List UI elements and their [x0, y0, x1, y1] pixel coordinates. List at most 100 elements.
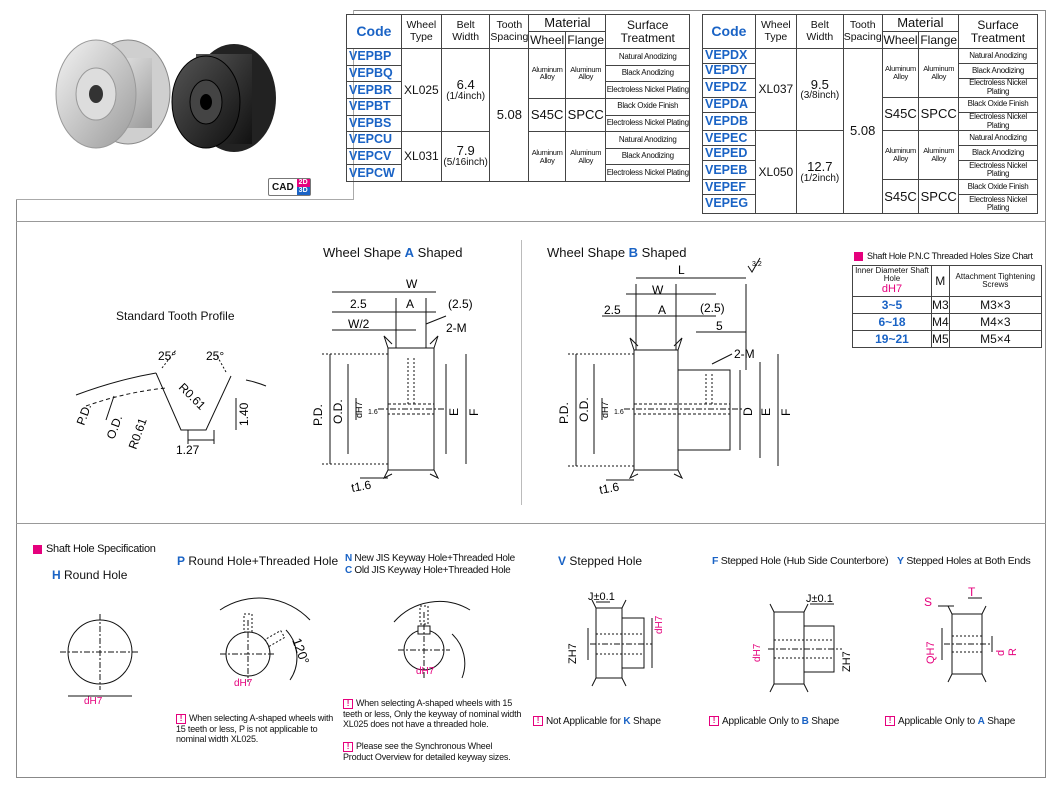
y-d: d: [995, 650, 1007, 656]
flange-material-cell: Aluminum Alloy: [564, 131, 607, 182]
screw-cell: M3×3: [948, 296, 1043, 315]
wheel-b-title: Wheel Shape B Shaped: [547, 245, 687, 260]
surface-cell: Electroless Nickel Plating: [605, 81, 690, 99]
surface-cell: Electroless Nickel Plating: [958, 111, 1038, 132]
dim-t1-6: t1.6: [350, 478, 372, 495]
surface-cell: Black Anodizing: [605, 64, 690, 83]
dim-f: F: [467, 409, 481, 416]
code-cell[interactable]: VEPBS: [346, 114, 402, 133]
dim-f: F: [779, 409, 793, 416]
wheel-material-cell: Aluminum Alloy: [881, 48, 920, 98]
code-cell[interactable]: VEPEF: [702, 179, 756, 196]
dim-w: W: [406, 277, 418, 291]
h-dh7: dH7: [84, 696, 103, 705]
code-cell[interactable]: VEPCU: [346, 131, 402, 149]
dim-pd: P.D.: [311, 404, 325, 426]
surface-cell: Electroless Nickel Plating: [958, 194, 1038, 214]
flange-material-cell: Aluminum Alloy: [918, 48, 960, 98]
tooth-spacing-cell: 5.08: [489, 48, 530, 182]
header-wheel-type: Wheel Type: [400, 14, 442, 49]
flange-material-cell: SPCC: [564, 97, 607, 133]
code-cell[interactable]: VEPEG: [702, 194, 756, 214]
v-drawing: J±0.1 ZH7 dH7: [567, 591, 665, 687]
code-cell[interactable]: VEPDA: [702, 96, 756, 113]
code-cell[interactable]: VEPBR: [346, 81, 402, 99]
v-title: V Stepped Hole: [558, 554, 643, 568]
dim-od: O.D.: [331, 399, 345, 424]
dim-2-5-paren: (2.5): [700, 301, 725, 315]
f-z: ZH7: [841, 651, 853, 672]
tooth-spacing-cell: 5.08: [842, 48, 883, 214]
code-cell[interactable]: VEPBP: [346, 48, 402, 66]
code-cell[interactable]: VEPED: [702, 145, 756, 162]
wheel-a-drawing: W 2.5 A (2.5) W/2 2-M P.D. O.D. dH7 1.6 …: [311, 277, 481, 495]
dim-w: W: [652, 283, 664, 297]
wheel-type-cell: XL025: [400, 47, 442, 133]
p-angle: 120°: [289, 636, 312, 666]
dim-e: E: [447, 408, 461, 416]
nc-dh7: dH7: [416, 666, 435, 677]
code-cell[interactable]: VEPDY: [702, 62, 756, 79]
dim-t1-6: t1.6: [598, 480, 620, 497]
header-material: Material: [528, 14, 607, 32]
f-note: !Applicable Only to B Shape: [709, 716, 839, 728]
code-cell[interactable]: VEPEC: [702, 130, 756, 147]
flange-material-cell: SPCC: [918, 179, 960, 214]
dim-e: E: [759, 408, 773, 416]
height-label: 1.40: [237, 402, 251, 426]
code-cell[interactable]: VEPCW: [346, 164, 402, 182]
range-cell: 3~5: [852, 296, 932, 315]
code-cell[interactable]: VEPBT: [346, 97, 402, 116]
header-code: Code: [702, 14, 756, 49]
header-code: Code: [346, 14, 402, 49]
code-cell[interactable]: VEPEB: [702, 160, 756, 181]
code-cell[interactable]: VEPDX: [702, 48, 756, 64]
radius-label: R0.61: [126, 416, 150, 451]
spec-table-left: Code Wheel Type Belt Width Tooth Spacing…: [346, 14, 690, 182]
wheel-material-cell: Aluminum Alloy: [881, 130, 920, 181]
surface-cell: Black Anodizing: [605, 147, 690, 166]
nc-note-1: !When selecting A-shaped wheels with 15 …: [343, 698, 522, 729]
p-drawing: 120° dH7: [219, 597, 312, 689]
m-cell: M4: [930, 313, 950, 332]
cad-label: CAD: [272, 181, 294, 193]
dim-d: D: [741, 407, 755, 416]
surface-cell: Electroless Nickel Plating: [605, 164, 690, 182]
flange-material-cell: Aluminum Alloy: [564, 48, 607, 99]
radius-label: R0.61: [176, 380, 209, 413]
code-cell[interactable]: VEPDZ: [702, 77, 756, 98]
m-cell: M5: [930, 330, 950, 349]
wheel-type-cell: XL031: [400, 131, 442, 182]
range-cell: 6~18: [852, 313, 932, 332]
screw-cell: M5×4: [948, 330, 1043, 349]
dim-a: A: [406, 297, 414, 311]
wheel-type-cell: XL037: [754, 47, 797, 132]
code-cell[interactable]: VEPDB: [702, 111, 756, 132]
angle-label: 25°: [206, 349, 224, 363]
surface-cell: Black Oxide Finish: [605, 97, 690, 116]
cad-3d: 3D: [296, 187, 310, 195]
tooth-profile-title: Standard Tooth Profile: [116, 309, 235, 323]
page-frame: [16, 10, 1046, 778]
h-title: H Round Hole: [52, 568, 128, 582]
header-belt-width: Belt Width: [440, 14, 491, 49]
f-drawing: J±0.1 ZH7 dH7: [752, 593, 853, 693]
dim-2-5: 2.5: [604, 303, 621, 317]
m-cell: M3: [930, 296, 950, 315]
surface-cell: Natural Anodizing: [958, 130, 1038, 147]
y-drawing: S T QH7 d R: [924, 585, 1019, 683]
wheel-material-cell: S45C: [528, 97, 566, 133]
roughness-label: 3.2: [752, 261, 762, 268]
code-cell[interactable]: VEPCV: [346, 147, 402, 166]
nc-note-2: !Please see the Synchronous Wheel Produc…: [343, 741, 511, 762]
header-tooth-spacing: Tooth Spacing: [489, 14, 530, 49]
dim-1-6: 1.6: [368, 409, 378, 416]
pd-label: P.D.: [74, 402, 95, 427]
header-material: Material: [881, 14, 960, 32]
surface-cell: Black Oxide Finish: [958, 96, 1038, 113]
code-cell[interactable]: VEPBQ: [346, 64, 402, 83]
surface-cell: Electroless Nickel Plating: [605, 114, 690, 133]
dim-2-5: 2.5: [350, 297, 367, 311]
